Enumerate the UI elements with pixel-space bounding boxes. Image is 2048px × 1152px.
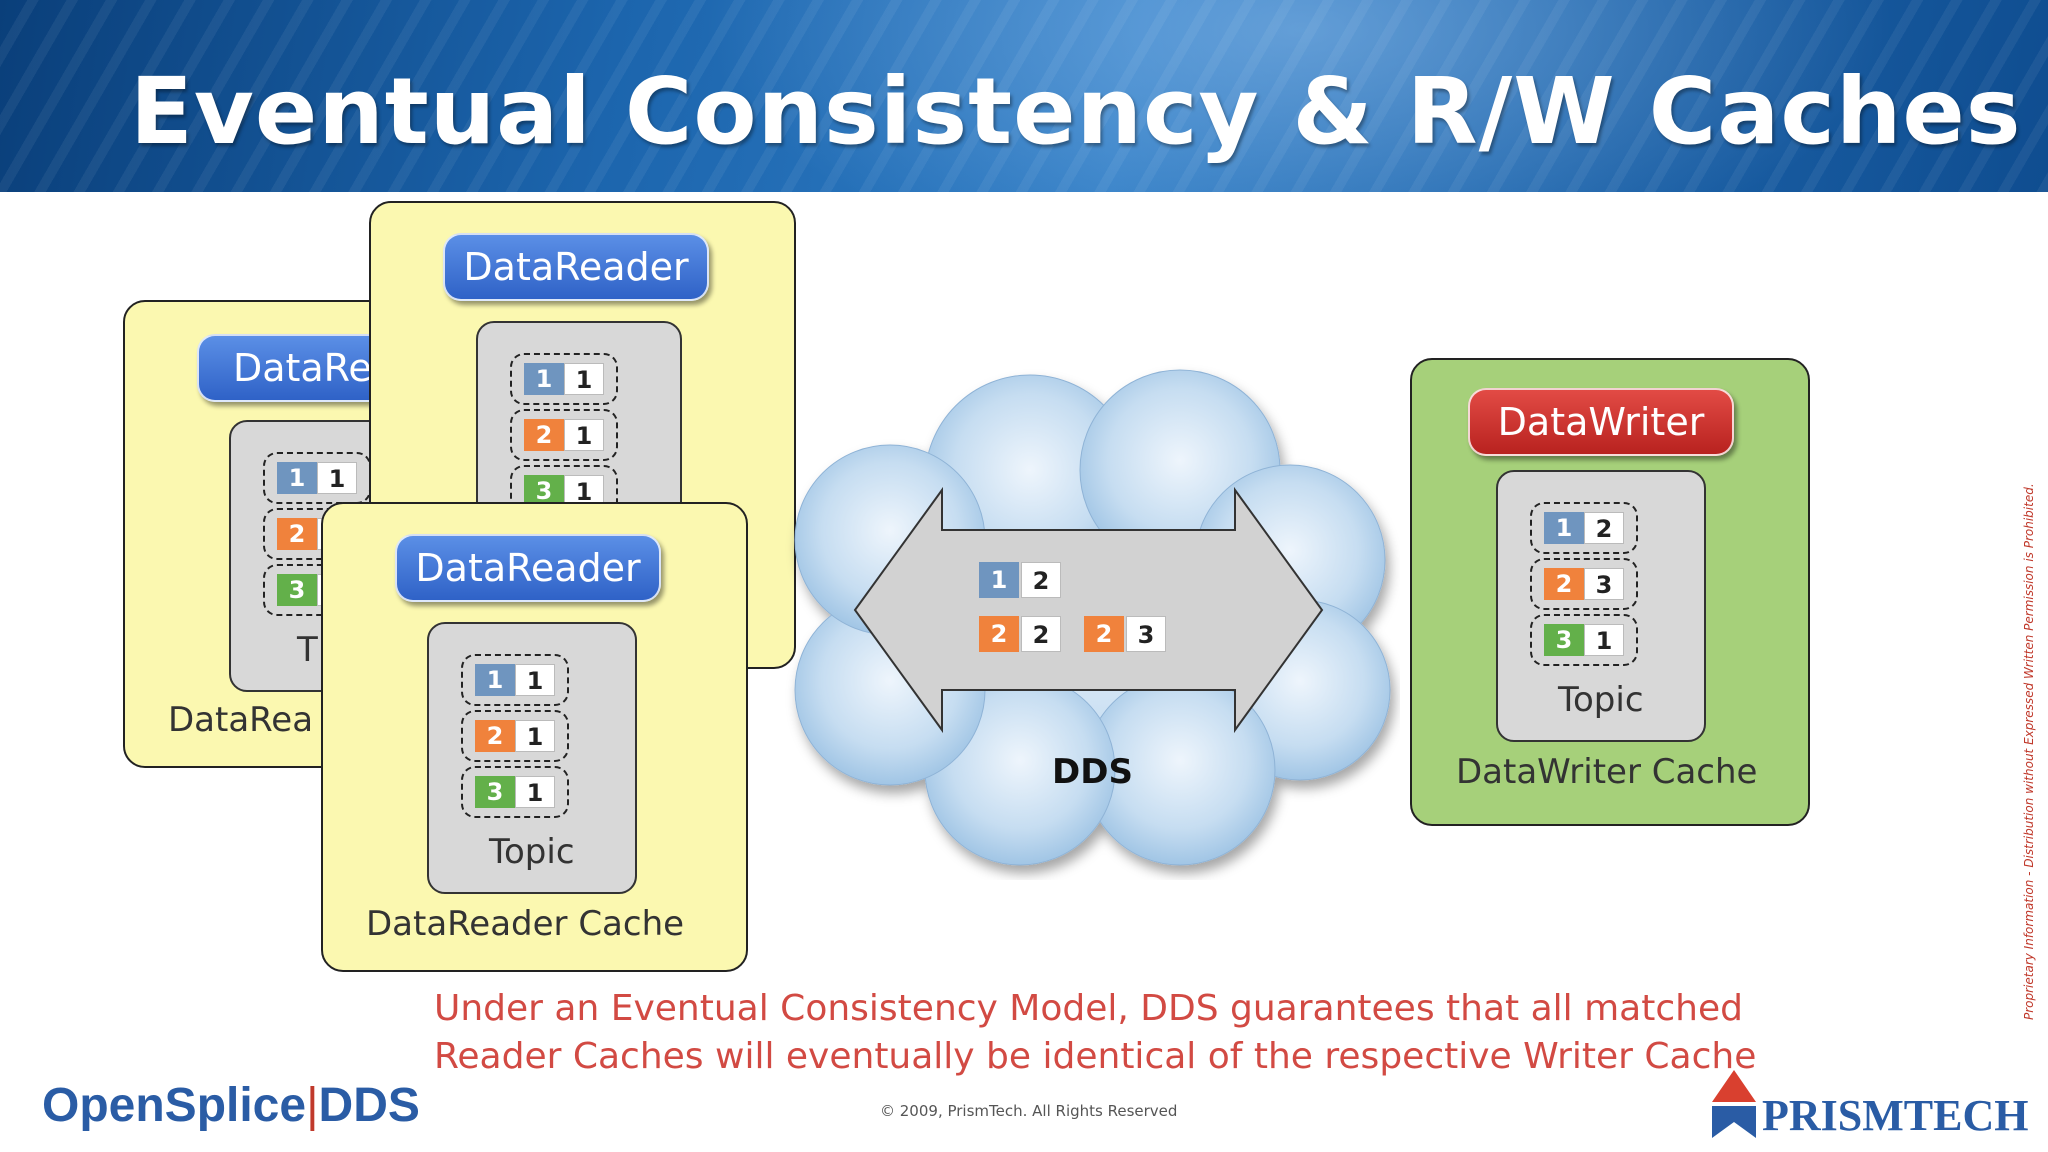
cache-label-back: DataRea <box>168 700 314 740</box>
banner-glow <box>700 0 1900 192</box>
bidirectional-arrow <box>853 486 1324 734</box>
topic-label-back: T <box>297 630 318 670</box>
logo-divider: | <box>306 1079 319 1132</box>
opensplice-logo: OpenSplice|DDS <box>42 1078 420 1133</box>
sample-key: 1 <box>1544 512 1584 544</box>
title-banner: Eventual Consistency & R/W Caches <box>0 0 2048 192</box>
sample-value: 1 <box>515 664 555 696</box>
consistency-note-line2: Reader Caches will eventually be identic… <box>434 1036 1757 1077</box>
transit-value-1: 2 <box>1021 562 1061 598</box>
dds-cloud <box>794 369 1391 866</box>
banner-pattern <box>0 0 2048 192</box>
sample-key: 2 <box>277 518 317 550</box>
transit-key-2: 2 <box>979 616 1019 652</box>
transit-value-3: 3 <box>1126 616 1166 652</box>
sample-key: 2 <box>475 720 515 752</box>
sample-key: 3 <box>1544 624 1584 656</box>
logo-part1: OpenSplice <box>42 1079 307 1132</box>
sample-value: 1 <box>317 462 357 494</box>
transit-key-3: 2 <box>1084 616 1124 652</box>
reader-cache-label: DataReader Cache <box>366 904 685 944</box>
sample-value: 1 <box>515 720 555 752</box>
datareader-pill-middle: DataReader <box>443 233 709 301</box>
datareader-pill-front: DataReader <box>395 534 661 602</box>
copyright-text: © 2009, PrismTech. All Rights Reserved <box>880 1102 1178 1120</box>
sample-value: 1 <box>515 776 555 808</box>
topic-label-writer: Topic <box>1558 680 1644 720</box>
sample-key: 1 <box>475 664 515 696</box>
proprietary-notice: Proprietary Information - Distribution w… <box>2022 483 2036 1020</box>
sample-value: 1 <box>564 363 604 395</box>
slide-title: Eventual Consistency & R/W Caches <box>130 58 2022 165</box>
sample-value: 1 <box>1584 624 1624 656</box>
sample-key: 1 <box>524 363 564 395</box>
topic-label-front: Topic <box>489 832 575 872</box>
transit-value-2: 2 <box>1021 616 1061 652</box>
sample-value: 3 <box>1584 568 1624 600</box>
sample-key: 3 <box>475 776 515 808</box>
transit-key-1: 1 <box>979 562 1019 598</box>
writer-cache-label: DataWriter Cache <box>1456 752 1758 792</box>
logo-part2: DDS <box>318 1079 420 1132</box>
sample-key: 2 <box>524 419 564 451</box>
sample-value: 2 <box>1584 512 1624 544</box>
sample-value: 1 <box>564 419 604 451</box>
sample-key: 3 <box>277 574 317 606</box>
dds-label: DDS <box>1052 752 1133 792</box>
prismtech-wordmark: PRISMTECH <box>1762 1091 2029 1140</box>
sample-key: 1 <box>277 462 317 494</box>
datawriter-pill: DataWriter <box>1468 388 1734 456</box>
consistency-note-line1: Under an Eventual Consistency Model, DDS… <box>434 988 1743 1029</box>
prism-icon <box>1712 1070 1756 1138</box>
sample-key: 2 <box>1544 568 1584 600</box>
sample-key: 3 <box>524 475 564 507</box>
